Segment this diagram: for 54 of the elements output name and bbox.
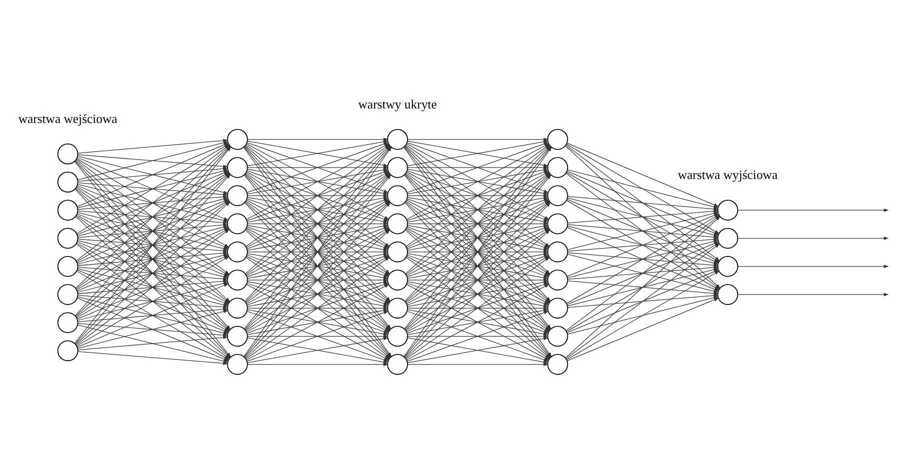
arrow [407,278,548,282]
arrow [407,306,548,310]
arrow [78,210,228,224]
arrow [78,154,228,168]
node-circle [717,284,738,304]
arrow [407,222,548,225]
node-circle [57,143,78,164]
arrow [738,292,889,296]
arrow [738,208,889,212]
node-circle [57,340,78,361]
arrow [407,362,548,366]
node-circle [547,240,568,262]
node-circle [227,297,248,318]
arrow [407,137,548,141]
node-circle [717,256,738,276]
node-circle [57,227,78,248]
node-circle [387,240,408,262]
arrow [407,193,548,197]
arrow [407,165,548,169]
node-circle [57,312,78,333]
label: warstwa wyjściowa [678,168,778,182]
arrow [247,278,388,282]
label: warstwy ukryte [358,96,437,111]
arrow [407,250,548,254]
node-circle [387,269,408,290]
arrow [738,236,889,240]
node-circle [57,256,78,276]
arrow [247,137,388,141]
node-circle [387,212,408,234]
node-circle [547,269,568,290]
node-circle [717,227,738,248]
arrow [247,334,388,338]
arrow [247,306,388,310]
arrow [247,362,388,366]
arrow [78,335,228,350]
node-circle [227,269,248,290]
arrow [247,193,388,197]
arrow [247,222,388,225]
node-circle [227,240,248,262]
arrow [78,182,228,196]
label: warstwa wejściowa [18,111,118,126]
node-circle [57,199,78,220]
arrow [78,307,228,322]
arrow [566,297,719,361]
arrow [407,334,548,338]
node-circle [57,284,78,304]
arrow [247,250,388,254]
arrow [247,165,388,169]
node-circle [227,184,248,206]
node-circle [547,212,568,234]
node-circle [227,212,248,234]
node-circle [717,199,738,220]
arrow [738,264,889,268]
node-circle [57,171,78,192]
